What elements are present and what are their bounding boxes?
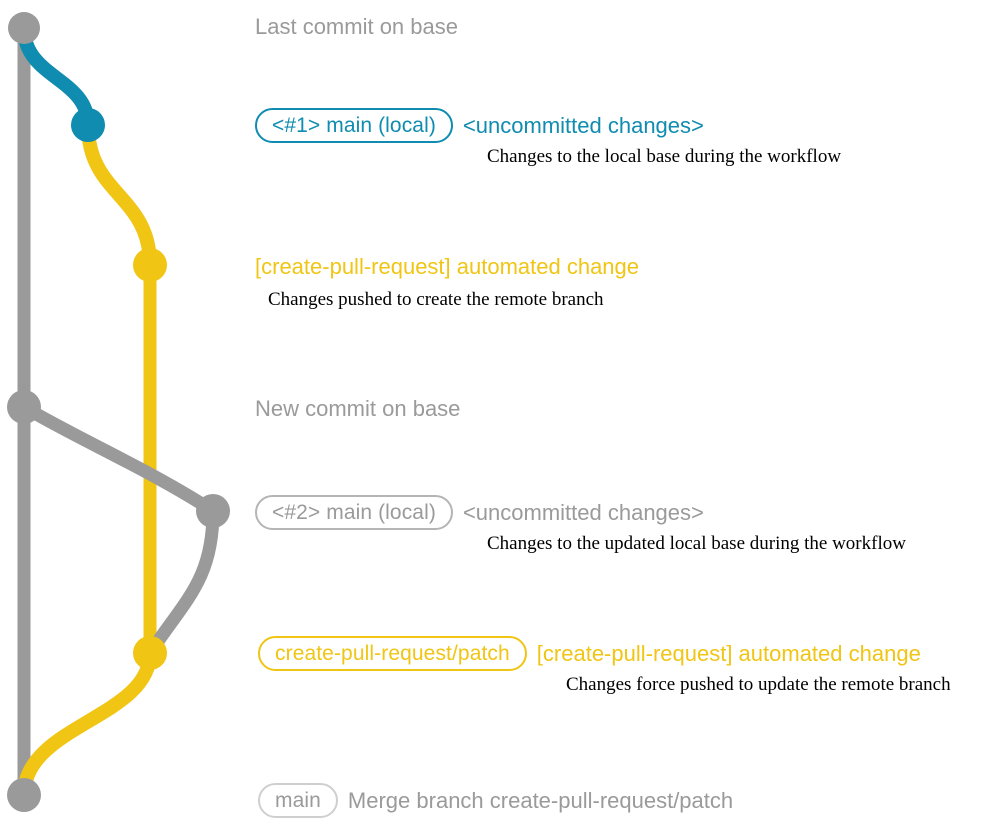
label-new-commit-on-base: New commit on base [255, 396, 461, 421]
edge-local-2-to-remote-2 [143, 504, 220, 660]
label-last-commit-on-base: Last commit on base [255, 14, 458, 39]
node-last-commit-on-base [8, 12, 40, 44]
commit-subject-local-2: <uncommitted changes> [462, 499, 704, 525]
row-remote-2: create-pull-request/patch [create-pull-r… [258, 636, 921, 671]
row-remote-2-head: create-pull-request/patch [create-pull-r… [258, 636, 921, 671]
ref-pill-main[interactable]: main [258, 783, 338, 818]
ref-pill-main-local-1[interactable]: <#1> main (local) [255, 108, 453, 143]
commit-description-local-2: Changes to the updated local base during… [487, 533, 906, 554]
commit-description-remote-2: Changes force pushed to update the remot… [566, 674, 951, 695]
commit-subject-remote-1: [create-pull-request] automated change [255, 254, 640, 279]
commit-description-local-1: Changes to the local base during the wor… [487, 146, 842, 167]
row-merge-head: main Merge branch create-pull-request/pa… [258, 783, 733, 818]
row-local-2-head: <#2> main (local) <uncommitted changes> [255, 495, 704, 530]
node-remote-commit-2 [133, 636, 167, 670]
edge-base-new-to-local-2 [17, 400, 220, 518]
row-local-1: <#1> main (local) <uncommitted changes> [255, 108, 704, 143]
node-local-commit-1 [71, 108, 105, 142]
node-merge-commit [7, 778, 41, 812]
commit-subject-merge: Merge branch create-pull-request/patch [347, 787, 734, 813]
node-local-commit-2 [196, 494, 230, 528]
row-local-2: <#2> main (local) <uncommitted changes> [255, 495, 704, 530]
edge-local-1-to-remote-1 [81, 118, 157, 272]
node-remote-commit-1 [133, 248, 167, 282]
row-merge: main Merge branch create-pull-request/pa… [258, 783, 733, 818]
ref-pill-main-local-2[interactable]: <#2> main (local) [255, 495, 453, 530]
edge-remote-2-to-merge [17, 646, 157, 802]
commit-description-remote-1: Changes pushed to create the remote bran… [268, 289, 604, 310]
commit-subject-local-1: <uncommitted changes> [462, 112, 704, 138]
commit-subject-remote-2: [create-pull-request] automated change [536, 640, 921, 666]
ref-pill-create-pull-request-patch[interactable]: create-pull-request/patch [258, 636, 527, 671]
row-local-1-head: <#1> main (local) <uncommitted changes> [255, 108, 704, 143]
node-new-commit-on-base [7, 390, 41, 424]
